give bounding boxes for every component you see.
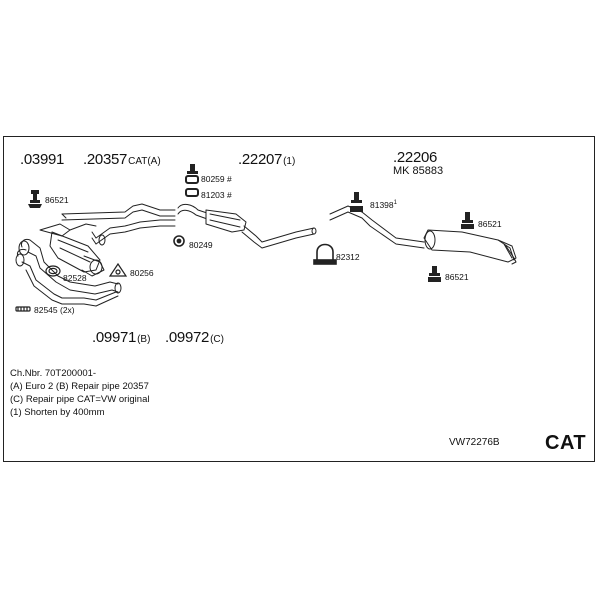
label-86521-left: 86521: [45, 195, 69, 205]
part-22207: .22207(1): [238, 151, 296, 168]
clamp-icon: [45, 265, 61, 277]
label-86521-right-bottom: 86521: [445, 272, 469, 282]
diagram-frame: [3, 136, 595, 462]
rear-silencer-22206: [329, 205, 517, 265]
part-mk: MK 85883: [393, 165, 444, 177]
catalytic-converter-20357: [39, 223, 105, 277]
triangle-gasket-icon: [108, 262, 128, 277]
rubber-hanger-icon: [28, 190, 42, 208]
rubber-hanger-icon: [461, 212, 474, 229]
label-81203: 81203 #: [201, 190, 232, 200]
note-1: (1) Shorten by 400mm: [10, 407, 105, 418]
screw-icon: [15, 306, 31, 312]
rubber-hanger-icon: [187, 164, 198, 174]
model-code: VW72276B: [449, 437, 500, 448]
rubber-ring-icon: [185, 188, 199, 197]
rubber-ring-icon: [185, 175, 199, 184]
rubber-hanger-icon: [350, 192, 363, 212]
label-82312: 82312: [336, 252, 360, 262]
middle-silencer-22207: [177, 203, 317, 249]
note-c: (C) Repair pipe CAT=VW original: [10, 394, 150, 405]
front-pipe-03991: [15, 239, 122, 307]
u-clamp-icon: [313, 243, 337, 265]
label-82528: 82528: [63, 273, 87, 283]
label-80249: 80249: [189, 240, 213, 250]
part-03991: .03991: [20, 151, 65, 168]
rubber-hanger-icon: [428, 266, 441, 282]
note-a-b: (A) Euro 2 (B) Repair pipe 20357: [10, 381, 149, 392]
part-22206: .22206: [393, 149, 438, 166]
gasket-icon: [173, 235, 185, 247]
label-86521-right-top: 86521: [478, 219, 502, 229]
front-pipes-09971: [61, 203, 176, 246]
label-82545: 82545 (2x): [34, 305, 75, 315]
part-09972: .09972(C): [165, 329, 224, 346]
label-80256: 80256: [130, 268, 154, 278]
label-81398: 813981: [370, 199, 397, 210]
note-chassis: Ch.Nbr. 70T200001-: [10, 368, 97, 379]
part-09971: .09971(B): [92, 329, 151, 346]
part-20357: .20357CAT(A): [83, 151, 161, 168]
cat-badge: CAT: [545, 432, 587, 454]
label-80259: 80259 #: [201, 174, 232, 184]
